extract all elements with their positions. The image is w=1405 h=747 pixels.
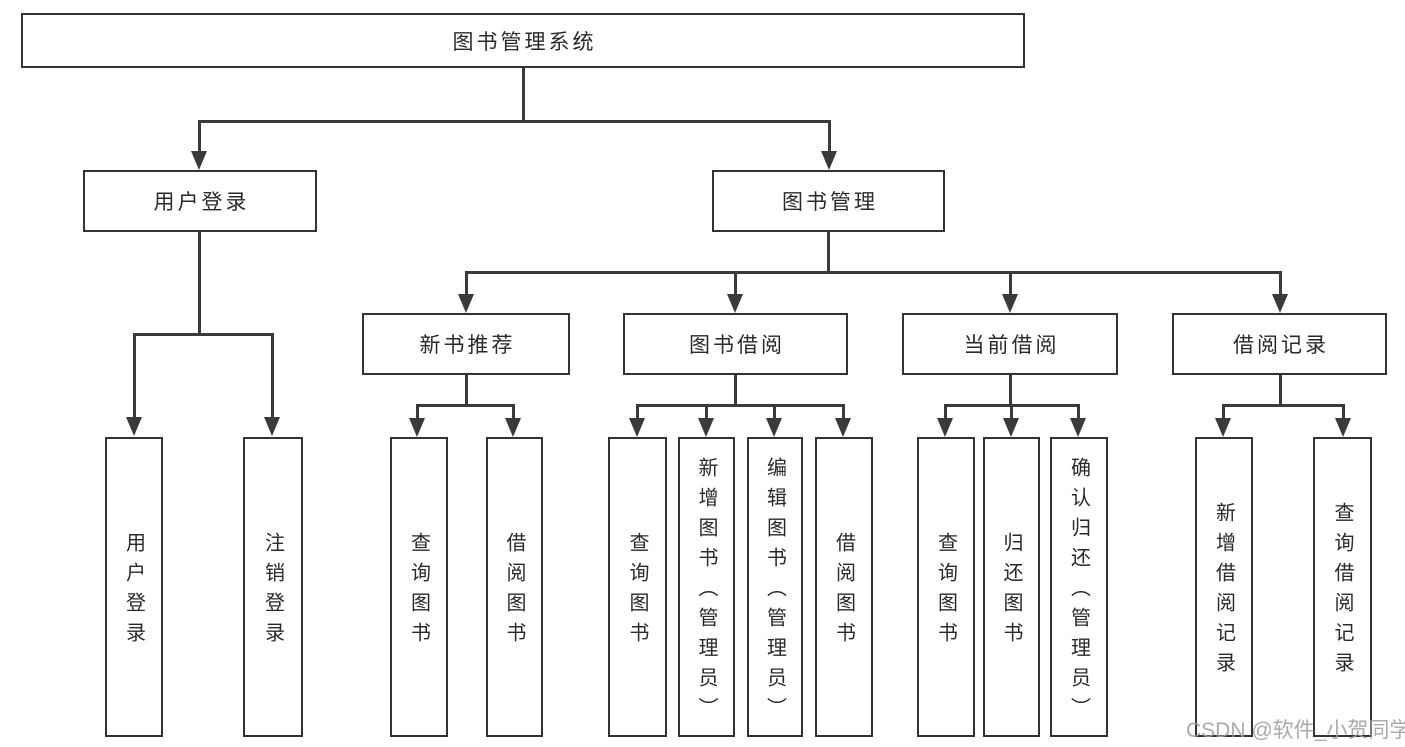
node-leaf-query-books-recommend-label: 查询图书	[407, 532, 430, 652]
node-book-management: 图书管理	[712, 170, 945, 232]
connector-line	[1008, 375, 1012, 406]
connector-line	[772, 404, 776, 419]
connector-line	[826, 232, 830, 274]
arrow-down-icon	[191, 151, 207, 170]
node-leaf-query-books-current: 查询图书	[917, 437, 975, 737]
node-new-book-recommend-label: 新书推荐	[419, 334, 516, 357]
connector-line	[943, 404, 947, 419]
connector-line	[635, 404, 639, 419]
node-book-borrowing: 图书借阅	[623, 313, 848, 375]
node-leaf-edit-books-admin: 编辑图书（管理员）	[747, 437, 803, 737]
node-leaf-user-login-label: 用户登录	[122, 532, 145, 652]
arrow-down-icon	[1003, 418, 1019, 437]
node-book-borrowing-label: 图书借阅	[689, 334, 785, 357]
node-current-borrowing: 当前借阅	[902, 313, 1118, 375]
arrow-down-icon	[126, 417, 142, 436]
node-leaf-query-books-current-label: 查询图书	[934, 532, 957, 652]
node-leaf-edit-books-admin-label: 编辑图书（管理员）	[763, 457, 786, 727]
connector-line	[704, 404, 708, 419]
connector-line	[464, 271, 468, 295]
arrow-down-icon	[937, 418, 953, 437]
csdn-watermark: CSDN @软件_小贺同学	[1186, 719, 1405, 742]
arrow-down-icon	[835, 418, 851, 437]
connector-line	[270, 333, 274, 417]
connector-line	[1076, 404, 1080, 419]
node-leaf-borrow-books-recommend: 借阅图书	[486, 437, 543, 737]
connector-line	[132, 333, 274, 336]
node-leaf-user-login: 用户登录	[105, 437, 163, 737]
arrow-down-icon	[698, 418, 714, 437]
arrow-down-icon	[1002, 294, 1018, 313]
connector-line	[132, 333, 136, 417]
node-leaf-return-books-label: 归还图书	[1000, 532, 1022, 652]
node-leaf-borrow-books-recommend-label: 借阅图书	[503, 532, 525, 652]
node-leaf-add-borrow-record: 新增借阅记录	[1195, 437, 1253, 737]
node-leaf-add-books-admin-label: 新增图书（管理员）	[695, 457, 717, 727]
node-leaf-borrow-books-label: 借阅图书	[832, 532, 855, 652]
connector-line	[197, 120, 201, 153]
node-leaf-add-borrow-record-label: 新增借阅记录	[1212, 502, 1235, 682]
arrow-down-icon	[409, 418, 425, 437]
node-user-login: 用户登录	[83, 170, 317, 232]
connector-line	[511, 404, 515, 419]
connector-line	[827, 120, 831, 153]
connector-line	[521, 68, 525, 120]
node-leaf-add-books-admin: 新增图书（管理员）	[678, 437, 735, 737]
connector-line	[464, 375, 468, 406]
arrow-down-icon	[1272, 294, 1288, 313]
node-leaf-confirm-return-admin: 确认归还（管理员）	[1050, 437, 1108, 737]
node-borrowing-records: 借阅记录	[1172, 313, 1387, 375]
connector-line	[733, 271, 737, 295]
connector-line	[415, 404, 419, 419]
arrow-down-icon	[1070, 418, 1086, 437]
node-new-book-recommend: 新书推荐	[362, 313, 570, 375]
connector-line	[464, 271, 1282, 274]
node-book-management-label: 图书管理	[782, 191, 878, 214]
connector-line	[841, 404, 845, 419]
arrow-down-icon	[1215, 418, 1231, 437]
node-current-borrowing-label: 当前借阅	[963, 334, 1060, 357]
connector-line	[415, 404, 515, 407]
node-leaf-logout: 注销登录	[243, 437, 303, 737]
connector-line	[197, 120, 831, 123]
arrow-down-icon	[629, 418, 645, 437]
node-leaf-query-books-borrowing-label: 查询图书	[626, 532, 648, 652]
node-user-login-label: 用户登录	[153, 191, 250, 214]
node-leaf-logout-label: 注销登录	[261, 532, 284, 652]
connector-line	[1009, 404, 1013, 419]
connector-line	[1221, 404, 1225, 419]
arrow-down-icon	[1335, 418, 1351, 437]
connector-line	[197, 232, 201, 336]
arrow-down-icon	[458, 294, 474, 313]
node-leaf-query-borrow-record: 查询借阅记录	[1313, 437, 1372, 737]
connector-line	[1341, 404, 1345, 419]
node-leaf-return-books: 归还图书	[983, 437, 1040, 737]
connector-line	[1278, 271, 1282, 295]
connector-line	[1221, 404, 1345, 407]
connector-line	[1008, 271, 1012, 295]
arrow-down-icon	[505, 418, 521, 437]
node-root: 图书管理系统	[21, 13, 1025, 68]
arrow-down-icon	[766, 418, 782, 437]
node-leaf-borrow-books: 借阅图书	[815, 437, 873, 737]
connector-line	[635, 404, 845, 407]
node-leaf-query-books-recommend: 查询图书	[390, 437, 448, 737]
arrow-down-icon	[264, 417, 280, 436]
arrow-down-icon	[727, 294, 743, 313]
node-leaf-query-books-borrowing: 查询图书	[608, 437, 667, 737]
node-leaf-query-borrow-record-label: 查询借阅记录	[1331, 502, 1353, 682]
connector-line	[1278, 375, 1282, 406]
arrow-down-icon	[821, 151, 837, 170]
node-leaf-confirm-return-admin-label: 确认归还（管理员）	[1067, 457, 1090, 727]
node-root-label: 图书管理系统	[452, 30, 597, 54]
node-borrowing-records-label: 借阅记录	[1233, 334, 1329, 357]
connector-line	[733, 375, 737, 406]
